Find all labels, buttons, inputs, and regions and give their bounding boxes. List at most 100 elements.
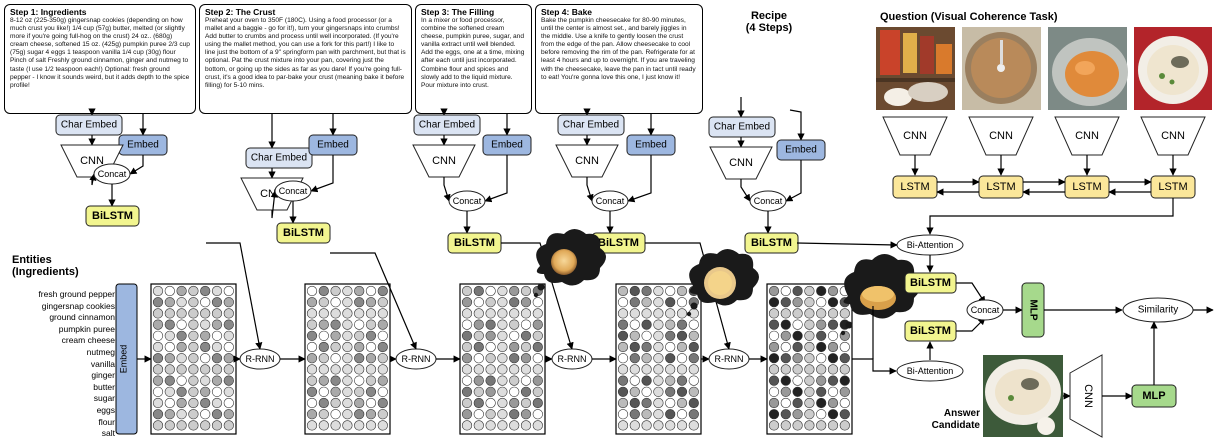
- state-cell: [688, 386, 699, 397]
- state-cell: [318, 420, 329, 431]
- state-cell: [520, 420, 532, 431]
- state-cell: [827, 330, 839, 341]
- state-cell: [688, 353, 699, 364]
- bilstm-box-shape: [85, 205, 140, 227]
- state-cell: [780, 330, 791, 341]
- state-cell: [330, 319, 341, 330]
- edge-cnn-to-concat: [89, 173, 97, 186]
- entity-item: salt: [101, 428, 115, 439]
- question-cnn-2: CNN: [968, 116, 1034, 156]
- cnn-trapezoid: CNN: [412, 144, 476, 178]
- state-cell: [354, 330, 365, 341]
- state-cell: [676, 409, 688, 420]
- state-cell: [768, 420, 780, 431]
- state-cell: [532, 364, 543, 375]
- state-cell: [485, 409, 496, 420]
- question-cnn-3-label: CNN: [1075, 130, 1099, 142]
- state-cell: [509, 420, 520, 431]
- cnn-trapezoid-shape: [709, 146, 773, 180]
- state-cell: [629, 386, 640, 397]
- char-embed-box-shape: [55, 114, 123, 136]
- state-cell: [188, 364, 199, 375]
- state-cell: [318, 341, 329, 353]
- entity-item: pumpkin puree: [58, 323, 115, 334]
- state-cell: [354, 397, 365, 409]
- state-cell: [688, 420, 699, 431]
- state-cell: [509, 409, 520, 420]
- state-cell: [665, 308, 676, 319]
- state-cell: [497, 420, 508, 431]
- state-cell: [354, 319, 365, 330]
- state-cell: [509, 375, 520, 386]
- state-cell: [641, 330, 652, 341]
- step-2-box: Step 2: The Crust Preheat your oven to 3…: [199, 4, 412, 114]
- state-cell: [223, 420, 234, 431]
- state-cell: [200, 319, 211, 330]
- state-cell: [804, 386, 815, 397]
- edge-cnn-to-concat: [586, 177, 594, 202]
- state-cell: [617, 285, 629, 297]
- state-cell: [473, 386, 484, 397]
- state-cell: [176, 364, 187, 375]
- state-cell: [629, 397, 640, 409]
- state-cell: [485, 375, 496, 386]
- state-cell: [653, 364, 664, 375]
- question-lstm-3-label: LSTM: [1072, 181, 1101, 193]
- state-cell: [509, 297, 520, 308]
- state-cell: [641, 341, 652, 353]
- state-cell: [306, 341, 318, 353]
- state-cell: [641, 409, 652, 420]
- state-cell: [497, 285, 508, 297]
- state-cell: [827, 409, 839, 420]
- state-cell: [653, 308, 664, 319]
- concat-node-label: Concat: [754, 196, 783, 206]
- state-cell: [780, 341, 791, 353]
- state-cell: [520, 364, 532, 375]
- entities-label-line2: (Ingredients): [12, 266, 79, 278]
- state-cell: [188, 420, 199, 431]
- state-cell: [200, 330, 211, 341]
- state-cell: [768, 341, 780, 353]
- state-cell: [641, 353, 652, 364]
- entity-item: butter: [93, 381, 115, 392]
- state-cell: [306, 330, 318, 341]
- state-cell: [223, 397, 234, 409]
- state-cell: [461, 285, 473, 297]
- state-cell: [497, 353, 508, 364]
- answer-candidate-image: [983, 355, 1063, 437]
- state-cell: [365, 375, 377, 386]
- state-cell: [780, 364, 791, 375]
- edge-cnn-to-concat: [270, 190, 278, 219]
- r-rnn-1: R-RNN: [233, 348, 306, 370]
- state-cell: [497, 364, 508, 375]
- entities-label: Entities (Ingredients): [12, 254, 79, 278]
- edge-recipe-bilstm-to-bi-attention: [796, 241, 898, 249]
- char-embed-box-label: Char Embed: [563, 120, 619, 131]
- entity-item: gingersnap cookies: [41, 300, 115, 311]
- question-lstm-1-label: LSTM: [900, 181, 929, 193]
- state-cell: [629, 308, 640, 319]
- state-cell: [520, 319, 532, 330]
- state-cell: [792, 397, 803, 409]
- state-cell: [342, 341, 353, 353]
- entities-label-line1: Entities: [12, 254, 52, 266]
- state-cell: [152, 386, 164, 397]
- state-cell: [223, 353, 234, 364]
- state-cell: [200, 386, 211, 397]
- bilstm-box-shape: [276, 222, 331, 244]
- state-cell: [211, 397, 223, 409]
- edge-embed-to-concat: [627, 155, 652, 203]
- question-cnn-1-shape: [882, 116, 948, 156]
- state-cell: [688, 364, 699, 375]
- state-cell: [164, 375, 175, 386]
- state-cell: [653, 420, 664, 431]
- answer-label-line2: Candidate: [931, 420, 980, 431]
- state-cell: [188, 375, 199, 386]
- state-cell: [152, 308, 164, 319]
- state-cell: [461, 341, 473, 353]
- question-cnn-4: CNN: [1140, 116, 1206, 156]
- state-cell: [485, 386, 496, 397]
- state-cell: [377, 285, 388, 297]
